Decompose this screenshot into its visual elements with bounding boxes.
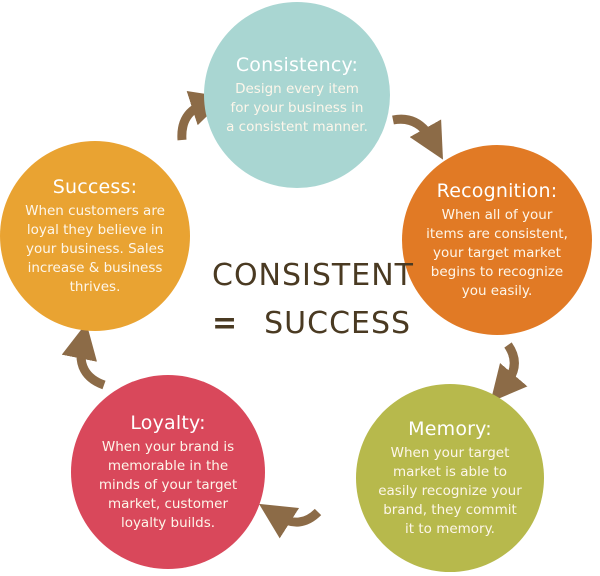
step-body: When all of your items are consistent, y… — [426, 206, 568, 299]
step-title: Success: — [52, 175, 138, 198]
step-title: Memory: — [408, 417, 492, 440]
step-success: Success: When customers are loyal they b… — [0, 141, 190, 331]
step-consistency: Consistency: Design every item for your … — [204, 2, 390, 188]
step-title: Consistency: — [235, 53, 359, 76]
step-body: When your brand is memorable in the mind… — [98, 438, 238, 531]
arrow-memory-to-loyalty — [259, 503, 322, 539]
arrow-recognition-to-memory — [490, 342, 528, 403]
step-loyalty: Loyalty: When your brand is memorable in… — [71, 375, 265, 569]
step-body: When customers are loyal they believe in… — [25, 202, 165, 295]
step-body: Design every item for your business in a… — [226, 80, 368, 135]
center-text-success: = SUCCESS — [212, 306, 411, 341]
equals-sign: = — [212, 306, 239, 341]
step-memory: Memory: When your target market is able … — [356, 384, 544, 572]
center-text-consistent: CONSISTENT — [212, 258, 414, 293]
arrow-success-to-consistency — [177, 90, 227, 141]
step-title: Loyalty: — [130, 411, 206, 434]
arrow-consistency-to-recognition — [392, 114, 444, 160]
arrow-loyalty-to-success — [61, 322, 106, 390]
step-recognition: Recognition: When all of your items are … — [402, 145, 592, 335]
step-title: Recognition: — [436, 179, 558, 202]
center-success-word: SUCCESS — [264, 306, 412, 341]
step-body: When your target market is able to easil… — [378, 444, 522, 537]
